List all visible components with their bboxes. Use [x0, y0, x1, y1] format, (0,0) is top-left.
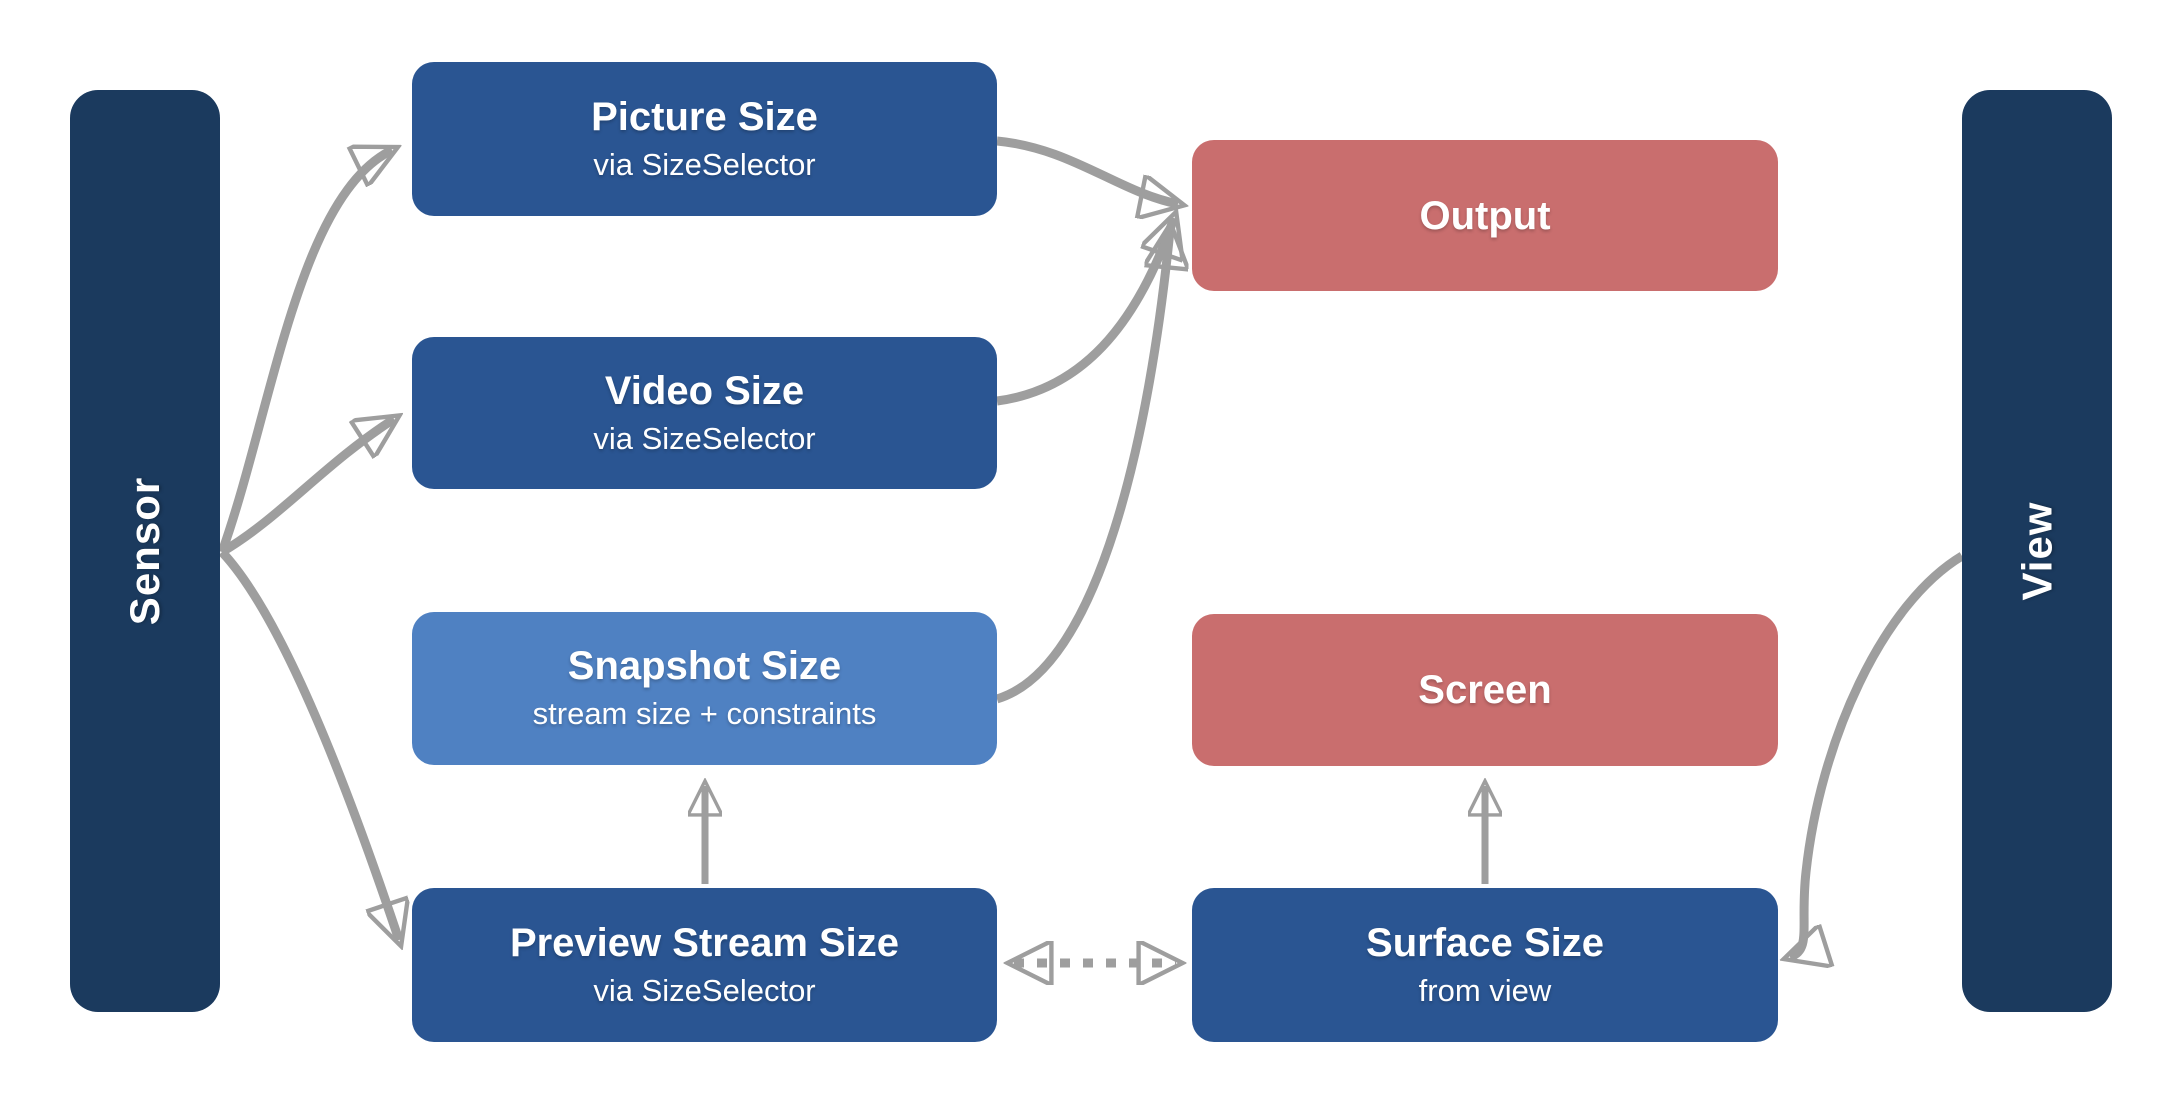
picture-size-subtitle: via SizeSelector	[593, 146, 816, 182]
view-bar-label: View	[2012, 501, 2060, 601]
video-size-node: Video Size via SizeSelector	[412, 337, 997, 489]
edge-sensor-to-preview-stream-size	[218, 548, 399, 940]
sensor-bar: Sensor	[70, 90, 220, 1012]
picture-size-title: Picture Size	[591, 94, 818, 139]
video-size-subtitle: via SizeSelector	[593, 420, 816, 456]
snapshot-size-title: Snapshot Size	[567, 644, 842, 689]
snapshot-size-node: Snapshot Size stream size + constraints	[412, 612, 997, 765]
surface-size-node: Surface Size from view	[1192, 888, 1778, 1042]
preview-stream-size-title: Preview Stream Size	[509, 920, 900, 965]
edge-snapshot-size-to-output	[995, 230, 1170, 704]
edge-view-to-surface-size	[1790, 552, 1965, 957]
edge-sensor-to-picture-size	[217, 150, 392, 554]
preview-stream-size-subtitle: via SizeSelector	[593, 972, 816, 1008]
snapshot-size-subtitle: stream size + constraints	[532, 696, 877, 732]
view-bar: View	[1962, 90, 2112, 1012]
sensor-bar-label: Sensor	[120, 476, 168, 626]
screen-title: Screen	[1418, 668, 1552, 712]
surface-size-title: Surface Size	[1366, 920, 1604, 965]
video-size-title: Video Size	[604, 368, 805, 413]
picture-size-node: Picture Size via SizeSelector	[412, 62, 997, 216]
screen-node: Screen	[1192, 614, 1778, 766]
output-title: Output	[1419, 193, 1551, 238]
surface-size-subtitle: from view	[1418, 972, 1552, 1008]
output-node: Output	[1192, 140, 1778, 291]
edge-sensor-to-video-size	[219, 419, 394, 556]
edge-picture-size-to-output	[996, 136, 1178, 204]
preview-stream-size-node: Preview Stream Size via SizeSelector	[412, 888, 997, 1042]
